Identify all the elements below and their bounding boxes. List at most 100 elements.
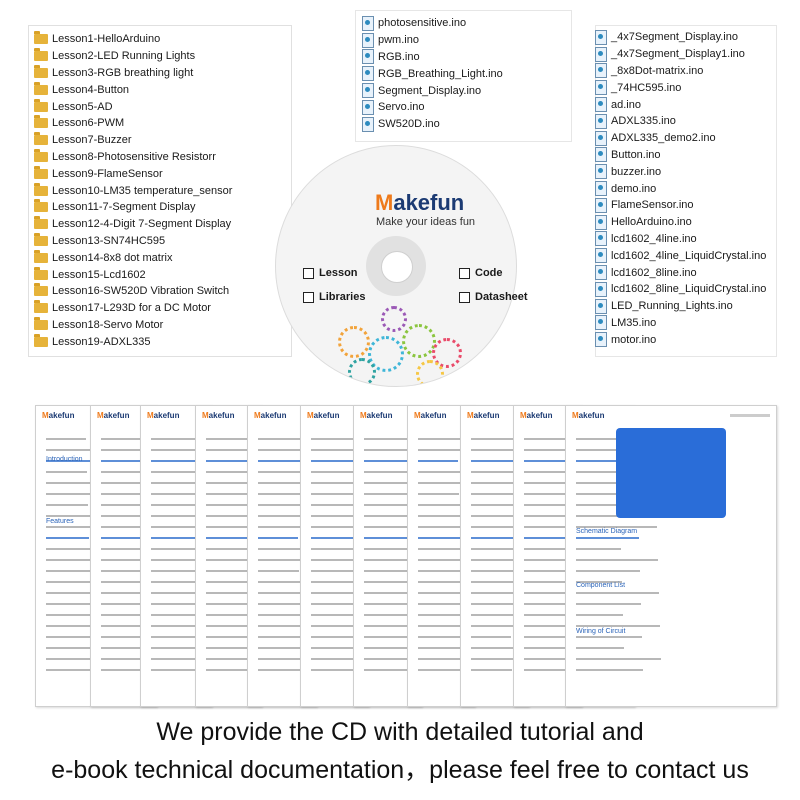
lesson-folder[interactable]: Lesson11-7-Segment Display: [34, 199, 232, 216]
text-line: [471, 515, 544, 517]
text-line: [311, 603, 366, 605]
lesson-folder-label: Lesson17-L293D for a DC Motor: [52, 302, 211, 315]
ino-file-icon: [362, 83, 374, 99]
page-logo: Makefun: [414, 411, 447, 420]
lesson-folder[interactable]: Lesson8-Photosensitive Resistorr: [34, 148, 232, 166]
folder-icon: [34, 249, 48, 263]
ino-file[interactable]: Segment_Display.ino: [362, 82, 503, 99]
text-line: [311, 658, 386, 660]
ino-file[interactable]: buzzer.ino: [595, 163, 766, 180]
lesson-folder[interactable]: Lesson7-Buzzer: [34, 132, 232, 149]
text-line: [311, 471, 362, 473]
ino-file[interactable]: _74HC595.ino: [595, 79, 766, 96]
ino-file[interactable]: lcd1602_4line_LiquidCrystal.ino: [595, 247, 766, 264]
ino-file[interactable]: ADXL335_demo2.ino: [595, 130, 766, 147]
ino-file[interactable]: _4x7Segment_Display1.ino: [595, 46, 766, 63]
lesson-folder[interactable]: Lesson9-FlameSensor: [34, 165, 232, 182]
lesson-option[interactable]: Lesson: [303, 267, 358, 279]
lesson-folder[interactable]: Lesson13-SN74HC595: [34, 232, 232, 250]
text-line: [151, 482, 200, 484]
ino-file[interactable]: ad.ino: [595, 96, 766, 113]
caption-line-2: e-book technical documentation，please fe…: [51, 756, 749, 784]
ino-file[interactable]: RGB_Breathing_Light.ino: [362, 65, 503, 82]
ino-file-icon: [362, 32, 374, 48]
ino-file[interactable]: motor.ino: [595, 331, 766, 348]
lesson-folder-label: Lesson16-SW520D Vibration Switch: [52, 285, 230, 298]
text-line: [101, 537, 157, 539]
lesson-folder[interactable]: Lesson18-Servo Motor: [34, 316, 232, 334]
ino-file-label: RGB.ino: [378, 50, 420, 63]
ino-file[interactable]: _8x8Dot-matrix.ino: [595, 63, 766, 80]
text-line: [46, 603, 91, 605]
ino-file[interactable]: RGB.ino: [362, 49, 503, 66]
text-line: [101, 460, 173, 462]
text-line: [364, 559, 449, 561]
ino-file[interactable]: Button.ino: [595, 147, 766, 164]
text-line: [418, 581, 480, 583]
text-line: [206, 471, 286, 473]
ino-file[interactable]: LED_Running_Lights.ino: [595, 298, 766, 315]
ino-file[interactable]: LM35.ino: [595, 315, 766, 332]
text-line: [206, 548, 270, 550]
lesson-folder[interactable]: Lesson16-SW520D Vibration Switch: [34, 283, 232, 300]
text-line: [101, 526, 175, 528]
text-line: [206, 460, 249, 462]
ino-file[interactable]: _4x7Segment_Display.ino: [595, 29, 766, 46]
lesson-folder[interactable]: Lesson2-LED Running Lights: [34, 48, 232, 65]
text-line: [101, 570, 158, 572]
text-line: [524, 658, 596, 660]
ino-file[interactable]: Servo.ino: [362, 99, 503, 116]
text-line: [364, 548, 412, 550]
lesson-folder[interactable]: Lesson1-HelloArduino: [34, 31, 232, 48]
ino-file-label: demo.ino: [611, 182, 657, 195]
ino-file[interactable]: HelloArduino.ino: [595, 214, 766, 231]
lesson-folder-label: Lesson14-8x8 dot matrix: [52, 251, 173, 264]
libraries-option[interactable]: Libraries: [303, 291, 365, 303]
lesson-folder[interactable]: Lesson17-L293D for a DC Motor: [34, 300, 232, 317]
ino-file-icon: [595, 80, 607, 96]
lesson-folder[interactable]: Lesson10-LM35 temperature_sensor: [34, 182, 232, 199]
ino-file-icon: [595, 231, 607, 247]
text-line: [206, 482, 268, 484]
text-line: [206, 647, 273, 649]
ino-file[interactable]: lcd1602_8line_LiquidCrystal.ino: [595, 281, 766, 298]
text-line: [46, 625, 110, 627]
lesson-folder-label: Lesson12-4-Digit 7-Segment Display: [52, 218, 232, 231]
ino-file-label: pwm.ino: [378, 34, 419, 47]
folder-icon: [34, 165, 48, 179]
ino-file[interactable]: FlameSensor.ino: [595, 197, 766, 214]
lesson-folder[interactable]: Lesson19-ADXL335: [34, 333, 232, 350]
ino-file[interactable]: photosensitive.ino: [362, 15, 503, 32]
ino-file[interactable]: lcd1602_4line.ino: [595, 231, 766, 248]
text-line: [206, 504, 287, 506]
text-line: [471, 669, 512, 671]
ino-file-label: lcd1602_8line_LiquidCrystal.ino: [611, 283, 767, 296]
lesson-folder[interactable]: Lesson12-4-Digit 7-Segment Display: [34, 216, 232, 233]
folder-icon: [34, 232, 48, 246]
lesson-folder[interactable]: Lesson5-AD: [34, 98, 232, 115]
text-line: [576, 647, 624, 649]
ino-file[interactable]: ADXL335.ino: [595, 113, 766, 130]
lesson-folder[interactable]: Lesson3-RGB breathing light: [34, 64, 232, 82]
lesson-folder[interactable]: Lesson4-Button: [34, 81, 232, 98]
lesson-folder[interactable]: Lesson6-PWM: [34, 115, 232, 132]
ino-file[interactable]: lcd1602_8line.ino: [595, 264, 766, 281]
lesson-folder[interactable]: Lesson15-Lcd1602: [34, 266, 232, 283]
text-line: [46, 471, 87, 473]
gear-icon: [432, 338, 462, 368]
datasheet-option[interactable]: Datasheet: [459, 291, 528, 303]
page-logo: Makefun: [147, 411, 180, 420]
text-line: [46, 460, 105, 462]
text-line: [418, 614, 481, 616]
text-line: [576, 570, 640, 572]
ino-file-label: LED_Running_Lights.ino: [611, 300, 733, 313]
text-line: [258, 449, 332, 451]
ino-file[interactable]: demo.ino: [595, 180, 766, 197]
adxl335-module-photo: [616, 428, 726, 518]
text-line: [151, 537, 220, 539]
folder-icon: [34, 199, 48, 213]
lesson-folder[interactable]: Lesson14-8x8 dot matrix: [34, 249, 232, 266]
code-option[interactable]: Code: [459, 267, 503, 279]
ino-file[interactable]: pwm.ino: [362, 32, 503, 49]
ino-file[interactable]: SW520D.ino: [362, 116, 503, 133]
